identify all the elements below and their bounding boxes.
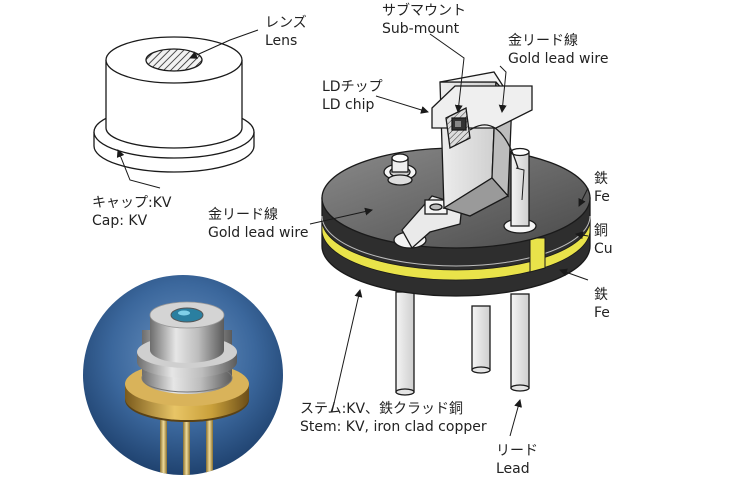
cap-label-en: Cap: KV — [92, 213, 148, 229]
lens-label-en: Lens — [265, 33, 298, 49]
gold-lead-wire-left-label-ja: 金リード線 — [208, 207, 278, 223]
lens — [145, 48, 203, 72]
stem-label: ステム:KV、鉄クラッド銅 Stem: KV, iron clad copper — [300, 400, 487, 436]
copper-label-ja: 銅 — [594, 223, 608, 239]
gold-lead-wire-top-label-ja: 金リード線 — [508, 33, 578, 49]
cap-body — [105, 60, 243, 149]
gold-lead-wire-top-label: 金リード線 Gold lead wire — [508, 32, 608, 68]
lead-label-en: Lead — [496, 461, 530, 477]
copper-label-en: Cu — [594, 241, 613, 257]
photo-pin — [206, 408, 213, 475]
lead — [471, 305, 491, 371]
lead-label-ja: リード — [496, 443, 538, 459]
product-photo — [83, 275, 283, 475]
stem-notch — [529, 237, 546, 273]
copper-label: 銅 Cu — [594, 222, 613, 258]
lens-label-ja: レンズ — [265, 15, 307, 31]
leads — [395, 291, 530, 396]
cap-drawing — [93, 36, 255, 173]
ld-chip-label: LDチップ LD chip — [322, 78, 383, 114]
iron-top-label-ja: 鉄 — [594, 171, 608, 187]
stem-label-en: Stem: KV, iron clad copper — [300, 419, 487, 435]
callout-lines — [116, 29, 589, 437]
lead — [395, 291, 415, 393]
submount-label-ja: サブマウント — [382, 3, 466, 19]
iron-bottom-label-ja: 鉄 — [594, 287, 608, 303]
gold-lead-wire-top-label-en: Gold lead wire — [508, 51, 609, 67]
lead-label: リード Lead — [496, 442, 538, 478]
iron-bottom-label: 鉄 Fe — [594, 286, 610, 322]
photo-pin — [183, 414, 190, 475]
stem-drawing — [321, 71, 591, 396]
iron-bottom-label-en: Fe — [594, 305, 610, 321]
gold-wire — [469, 124, 519, 169]
photo-pin — [160, 410, 167, 475]
copper-layer — [321, 219, 591, 281]
ld-chip-label-en: LD chip — [322, 97, 375, 113]
stem-label-ja: ステム:KV、鉄クラッド銅 — [300, 401, 464, 417]
gold-lead-wire-left-label: 金リード線 Gold lead wire — [208, 206, 308, 242]
ld-chip-label-ja: LDチップ — [322, 79, 383, 95]
cap-label-ja: キャップ:KV — [92, 195, 172, 211]
tall-lead-pin — [510, 151, 530, 227]
lead — [510, 293, 530, 389]
submount-label-en: Sub-mount — [382, 21, 460, 37]
gold-lead-wire-left-label-en: Gold lead wire — [208, 225, 309, 241]
iron-top-label: 鉄 Fe — [594, 170, 610, 206]
iron-top-label-en: Fe — [594, 189, 610, 205]
submount-label: サブマウント Sub-mount — [382, 2, 466, 38]
lens-label: レンズ Lens — [265, 14, 307, 50]
cap-label: キャップ:KV Cap: KV — [92, 194, 171, 230]
